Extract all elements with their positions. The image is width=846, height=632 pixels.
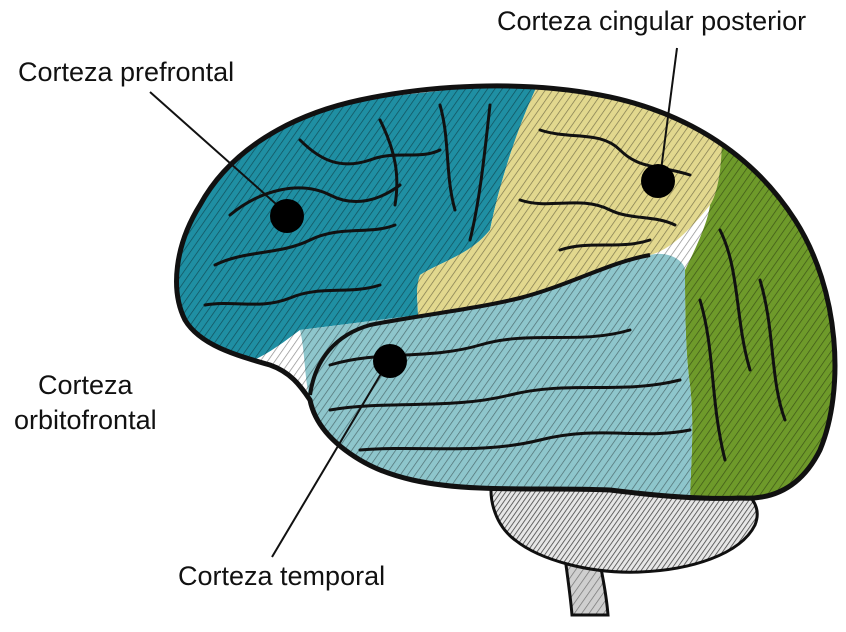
marker-dot-cingular	[641, 164, 675, 198]
marker-dot-temporal	[373, 344, 407, 378]
marker-dot-prefrontal	[270, 199, 304, 233]
label-temporal-cortex: Corteza temporal	[178, 559, 385, 594]
label-orbitofrontal-cortex: Corteza orbitofrontal	[14, 368, 157, 438]
label-orbitofrontal-line1: Corteza	[14, 368, 157, 403]
label-orbitofrontal-line2: orbitofrontal	[14, 403, 157, 438]
label-posterior-cingulate-cortex: Corteza cingular posterior	[497, 4, 806, 39]
label-prefrontal-cortex: Corteza prefrontal	[18, 55, 234, 90]
